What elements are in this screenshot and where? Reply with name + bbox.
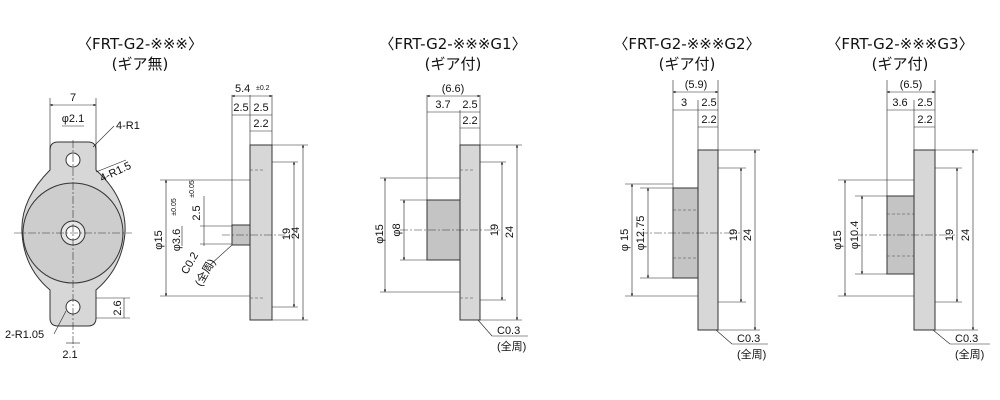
- side3-d15-label: φ15: [832, 230, 844, 249]
- side-view-1: 5.4 ±0.2 2.5 2.5 2.2 φ15 φ3.6 ±0.05 2.5 …: [153, 83, 308, 321]
- view-subtitle-4: (ギア付): [872, 55, 929, 73]
- view-subtitle-1: (ギア無): [112, 55, 169, 73]
- front-h26-label: 2.6: [112, 300, 124, 315]
- side3-a-label: 3.6: [892, 97, 907, 109]
- side3-c-label: 2.2: [917, 114, 932, 126]
- view-title-2: 〈FRT-G2-※※※G1〉: [379, 35, 526, 53]
- side3-h19-label: 19: [944, 229, 956, 241]
- side0-top-label: 5.4: [235, 83, 250, 95]
- side2-h19-label: 19: [728, 229, 740, 241]
- front-view: 7 φ2.1 4-R1 4-R1.5 2.6 2-R1.05 2.1: [5, 92, 140, 361]
- side-view-2: (6.6) 3.7 2.5 2.2 φ15 φ8 19 24 C0.3 (全周): [374, 83, 528, 353]
- side2-a-label: 3: [681, 97, 687, 109]
- side0-h24-label: 24: [290, 227, 302, 239]
- side1-top-label: (6.6): [442, 83, 465, 95]
- front-r105-label: 2-R1.05: [5, 329, 44, 341]
- front-bottom-label: 2.1: [62, 349, 77, 361]
- side-view-4: (6.5) 3.6 2.5 2.2 φ15 φ10.4 19 24 C0.3 (…: [832, 79, 990, 361]
- side3-d10-label: φ10.4: [849, 221, 861, 250]
- side1-ch-note: (全周): [497, 339, 526, 353]
- view-title-4: 〈FRT-G2-※※※G3〉: [826, 35, 973, 53]
- side2-ch-label: C0.3: [737, 333, 760, 345]
- side1-a-label: 3.7: [435, 99, 450, 111]
- side2-c-label: 2.2: [701, 114, 716, 126]
- side0-shaft-label: φ3.6: [171, 229, 183, 251]
- side1-d8-label: φ8: [391, 223, 403, 236]
- side0-top-tol: ±0.2: [256, 85, 270, 92]
- side0-shaft-tol: ±0.05: [171, 198, 178, 216]
- side1-d15-label: φ15: [374, 224, 386, 243]
- side2-ch-note: (全周): [737, 347, 766, 361]
- front-r15-label: 4-R1.5: [98, 160, 133, 185]
- side0-h19-label: 19: [281, 228, 293, 240]
- side2-b-label: 2.5: [701, 97, 716, 109]
- view-title-1: 〈FRT-G2-※※※〉: [77, 35, 203, 53]
- front-r1-label: 4-R1: [116, 120, 140, 132]
- side3-top-label: (6.5): [900, 79, 923, 91]
- side3-h24-label: 24: [960, 229, 972, 241]
- side0-c-label: 2.2: [253, 118, 268, 130]
- side1-b-label: 2.5: [462, 99, 477, 111]
- front-hole-label: φ2.1: [62, 113, 84, 125]
- side0-a-label: 2.5: [233, 102, 248, 114]
- front-width-label: 7: [70, 92, 76, 104]
- side0-s25-tol: ±0.05: [189, 180, 196, 198]
- side3-ch-note: (全周): [955, 347, 984, 361]
- side1-h24-label: 24: [504, 226, 516, 238]
- side1-h19-label: 19: [489, 224, 501, 236]
- view-title-3: 〈FRT-G2-※※※G2〉: [613, 35, 760, 53]
- view-title-3-sub: (ギア付): [659, 55, 716, 73]
- side3-ch-label: C0.3: [955, 333, 978, 345]
- view-subtitle-2: (ギア付): [425, 55, 482, 73]
- side2-d12-label: φ12.75: [635, 216, 647, 251]
- side2-h24-label: 24: [742, 229, 754, 241]
- side1-c-label: 2.2: [462, 115, 477, 127]
- side3-b-label: 2.5: [917, 97, 932, 109]
- side-view-3: (5.9) 3 2.5 2.2 φ 15 φ12.75 19 24 C0.3 (…: [619, 79, 768, 361]
- side2-top-label: (5.9): [685, 79, 708, 91]
- side0-d15-label: φ15: [153, 230, 165, 249]
- side0-s25-label: 2.5: [191, 205, 203, 220]
- side0-b-label: 2.5: [253, 102, 268, 114]
- side1-ch-label: C0.3: [497, 325, 520, 337]
- side2-d15-label: φ 15: [619, 229, 631, 251]
